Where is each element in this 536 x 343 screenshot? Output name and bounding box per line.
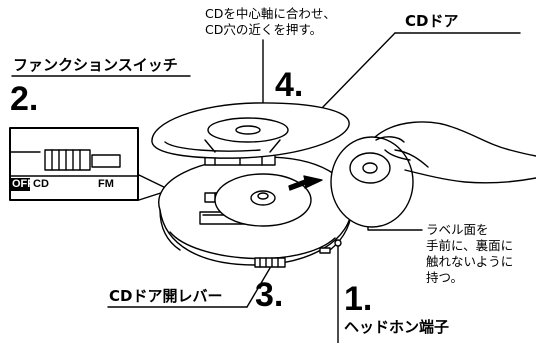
cd-door-label: CDドア	[405, 12, 459, 30]
center-note-line1: CDを中心軸に合わせ、	[205, 6, 336, 21]
headphone-jack-label: ヘッドホン端子	[344, 318, 450, 336]
switch-off-text: OFF	[12, 178, 34, 190]
lid-inner-circle	[207, 117, 289, 143]
step-4: 4.	[275, 66, 304, 104]
step-3: 3.	[255, 276, 284, 314]
off-badge	[11, 178, 30, 191]
cd-door-lid	[151, 102, 350, 159]
function-switch-label: ファンクションスイッチ	[13, 56, 178, 74]
step-2: 2.	[10, 80, 39, 118]
cd-disc	[330, 136, 414, 228]
leader-release	[246, 267, 271, 308]
step-1: 1.	[344, 280, 373, 318]
release-lever-label: CDドア開レバー	[109, 287, 223, 305]
release-lever	[254, 257, 286, 268]
center-note-line2: CD穴の近くを押す。	[205, 22, 323, 37]
insert-arrow	[288, 175, 323, 191]
label-note-line3: 触れないように	[426, 254, 514, 269]
label-note-line1: ラベル面を	[426, 222, 489, 237]
headphone-jack	[334, 239, 342, 247]
cd-hole	[362, 162, 378, 174]
cd-label-ring	[349, 152, 391, 184]
switch-fm-text: FM	[98, 178, 114, 190]
switch-slider	[44, 149, 91, 171]
leader-cd-door	[321, 32, 396, 109]
hand	[374, 121, 536, 184]
label-note-line4: 持つ。	[426, 270, 464, 285]
switch-cd-text: CD	[33, 178, 49, 190]
label-note-line2: 手前に、裏面に	[426, 238, 514, 253]
